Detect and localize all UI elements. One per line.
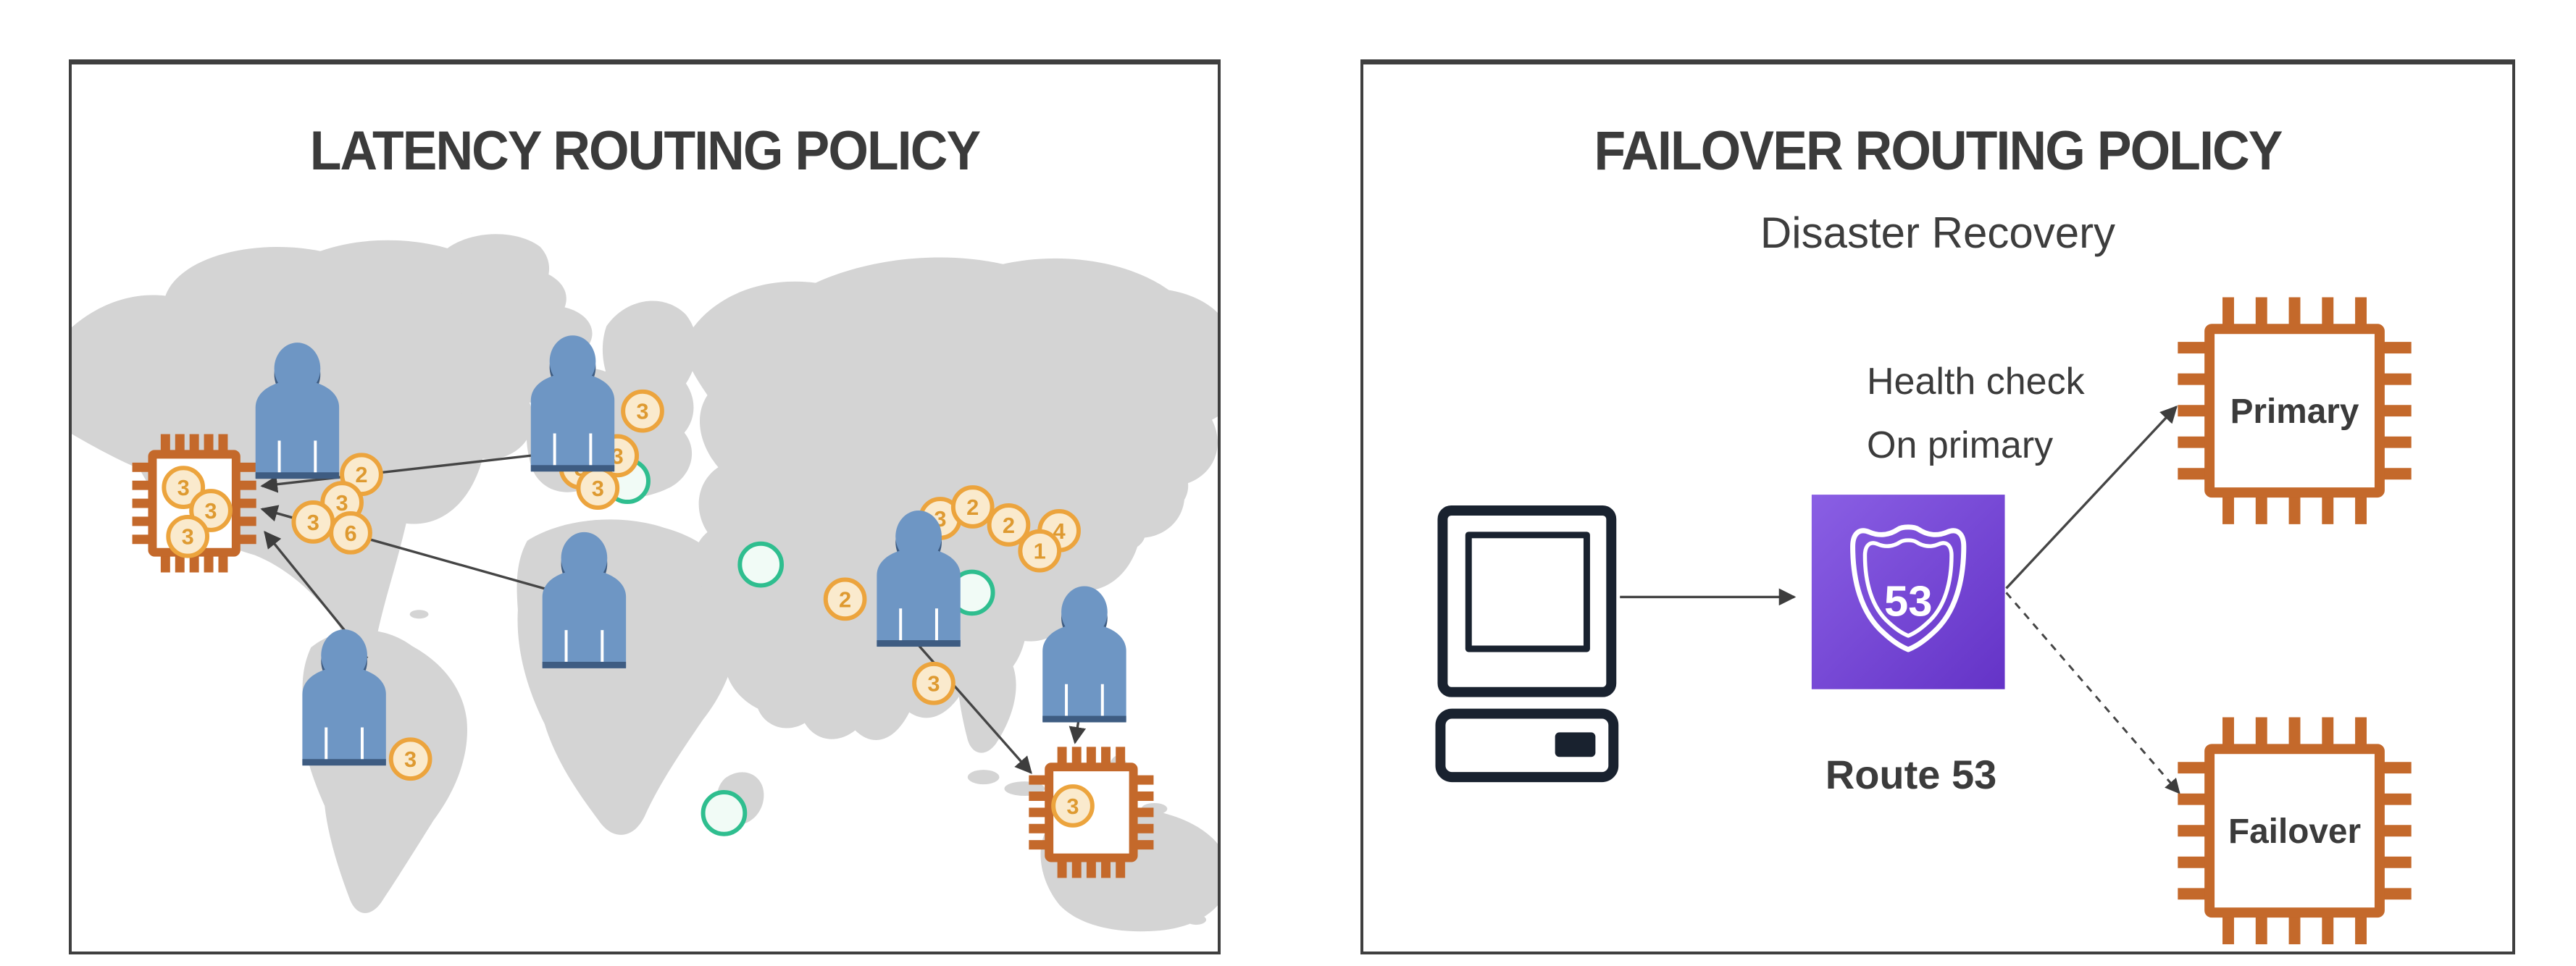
svg-text:2: 2 — [1003, 513, 1015, 538]
svg-text:2: 2 — [355, 462, 367, 487]
failover-server: Failover — [2178, 717, 2412, 944]
arrow-user-india-to-server — [911, 637, 1032, 774]
user-north-america — [255, 343, 340, 479]
svg-text:1: 1 — [1034, 539, 1046, 564]
svg-text:3: 3 — [592, 476, 604, 501]
route53-to-failover-arrow — [2005, 592, 2180, 794]
latency-badge: 3 — [291, 500, 335, 544]
svg-text:3: 3 — [1066, 794, 1079, 819]
latency-badge: 2 — [823, 577, 867, 621]
primary-server-label: Primary — [2230, 392, 2359, 431]
svg-text:3: 3 — [336, 490, 348, 516]
latency-badge: 2 — [950, 485, 995, 529]
latency-panel-title: LATENCY ROUTING POLICY — [309, 120, 981, 182]
health-marker — [737, 541, 785, 588]
health-check-line-2: On primary — [1867, 424, 2054, 466]
latency-badge: 3 — [912, 661, 955, 705]
svg-text:3: 3 — [182, 524, 194, 550]
latency-badge: 3 — [166, 514, 210, 558]
latency-badge: 1 — [1018, 529, 1062, 573]
route53-icon: 53 — [1811, 495, 2005, 689]
route53-label: Route 53 — [1825, 752, 1997, 797]
computer-keyboard — [1435, 708, 1619, 783]
health-check-line-1: Health check — [1867, 361, 2085, 403]
computer-screen — [1465, 532, 1590, 652]
latency-badge: 2 — [987, 503, 1031, 547]
user-africa — [542, 532, 627, 668]
route53-shield-number: 53 — [1884, 576, 1932, 625]
svg-text:3: 3 — [177, 475, 190, 500]
user-east-asia — [1042, 586, 1126, 723]
svg-text:3: 3 — [404, 747, 417, 772]
svg-text:3: 3 — [307, 510, 319, 535]
latency-badge: 6 — [329, 511, 372, 555]
route53-shield-outer — [1850, 524, 1967, 652]
user-india — [877, 510, 961, 647]
latency-badge: 3 — [576, 466, 620, 510]
failover-server-label: Failover — [2228, 812, 2361, 851]
server-australia: 3 — [1029, 747, 1154, 878]
svg-text:3: 3 — [636, 399, 648, 424]
computer-icon — [1435, 505, 1619, 783]
latency-panel: 33332336333323224133 LATENCY ROUTING POL… — [69, 59, 1221, 954]
route53-to-primary-arrow — [2005, 405, 2178, 589]
latency-badge: 3 — [162, 466, 206, 509]
svg-text:3: 3 — [204, 498, 217, 524]
latency-badge: 3 — [388, 737, 432, 781]
computer-keyboard-key — [1555, 732, 1596, 757]
health-check-note: Health check On primary — [1867, 350, 2085, 477]
world-map: 33332336333323224133 — [72, 234, 1218, 932]
latency-badge: 3 — [621, 389, 664, 433]
primary-server: Primary — [2178, 297, 2412, 524]
svg-text:2: 2 — [966, 495, 979, 520]
failover-panel-title: FAILOVER ROUTING POLICY — [1594, 120, 2283, 182]
user-europe — [530, 335, 615, 472]
svg-text:2: 2 — [839, 587, 851, 612]
health-marker — [701, 790, 748, 836]
svg-text:6: 6 — [344, 521, 356, 546]
svg-text:3: 3 — [927, 671, 940, 697]
failover-panel-subtitle: Disaster Recovery — [1760, 209, 2116, 257]
latency-badge: 3 — [1051, 784, 1095, 828]
route53-shield-inner — [1862, 538, 1954, 638]
server-north-america: 333 — [132, 434, 256, 573]
arrow-user-eu-to-server — [260, 453, 543, 493]
user-south-america — [302, 629, 386, 766]
